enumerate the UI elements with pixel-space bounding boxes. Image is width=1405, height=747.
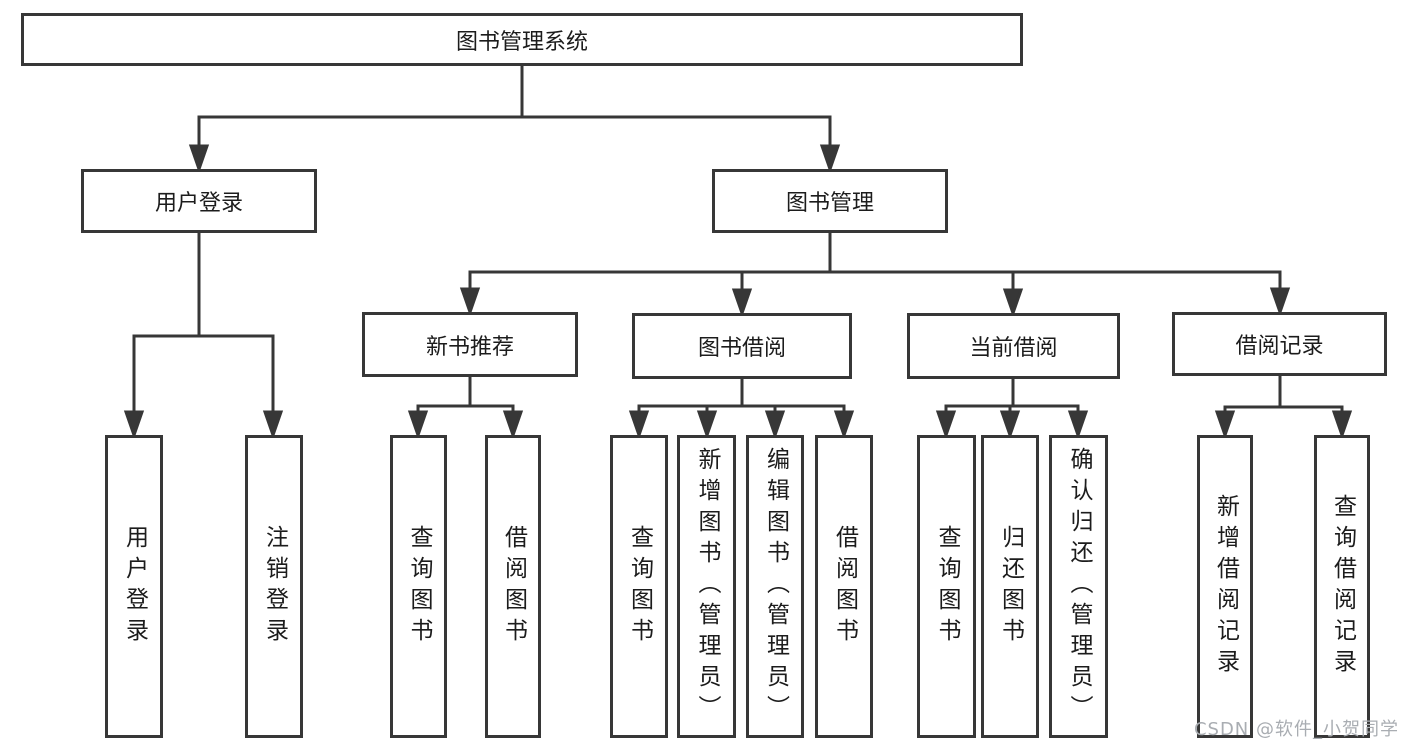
connector-current-borrow-branch	[935, 379, 1089, 440]
node-label: 图书借阅	[697, 336, 786, 361]
node-book-borrow: 图书借阅	[632, 313, 852, 379]
node-label: 查询图书	[626, 524, 653, 649]
node-label: 用户登录	[121, 524, 148, 649]
leaf-confirm-return-admin: 确认归还（管理员）	[1049, 435, 1108, 738]
connector-new-book-recommend-branch	[407, 377, 524, 440]
node-label: 借阅图书	[500, 524, 527, 649]
leaf-borrow-books: 借阅图书	[815, 435, 873, 738]
connector-book-borrow-branch	[628, 379, 855, 440]
connector-root-branch	[188, 66, 841, 174]
leaf-add-borrow-record: 新增借阅记录	[1197, 435, 1253, 738]
connector-borrow-records-branch	[1214, 376, 1353, 440]
watermark: CSDN @软件_小贺同学	[1193, 719, 1399, 740]
node-label: 当前借阅	[969, 336, 1058, 361]
leaf-user-login: 用户登录	[105, 435, 163, 738]
node-new-book-recommend: 新书推荐	[362, 312, 578, 377]
leaf-query-books-recommend: 查询图书	[390, 435, 447, 738]
node-label: 新增借阅记录	[1212, 493, 1239, 680]
node-borrow-records: 借阅记录	[1172, 312, 1387, 376]
node-label: 新书推荐	[425, 334, 514, 360]
node-label: 新增图书（管理员）	[694, 447, 720, 726]
node-label: 查询图书	[406, 524, 432, 649]
node-label: 图书管理	[785, 191, 874, 216]
leaf-borrow-books-recommend: 借阅图书	[485, 435, 541, 738]
leaf-query-borrow-record: 查询借阅记录	[1314, 435, 1370, 738]
node-label: 查询图书	[934, 524, 960, 649]
leaf-query-books-borrow: 查询图书	[610, 435, 668, 738]
leaf-add-books-admin: 新增图书（管理员）	[677, 435, 736, 738]
node-label: 编辑图书（管理员）	[762, 447, 789, 726]
leaf-logout-login: 注销登录	[245, 435, 303, 738]
node-book-management: 图书管理	[712, 169, 948, 233]
node-label: 查询借阅记录	[1329, 493, 1356, 680]
node-label: 图书管理系统	[455, 29, 588, 55]
leaf-query-books-current: 查询图书	[917, 435, 976, 738]
connector-user-login-branch	[123, 233, 284, 440]
node-current-borrow: 当前借阅	[907, 313, 1120, 379]
node-label: 用户登录	[154, 191, 243, 216]
node-label: 借阅记录	[1235, 334, 1324, 359]
node-library-system: 图书管理系统	[21, 13, 1023, 66]
leaf-return-books: 归还图书	[981, 435, 1039, 738]
node-label: 归还图书	[997, 524, 1024, 649]
connector-book-management-branch	[459, 233, 1291, 318]
node-user-login: 用户登录	[81, 169, 317, 233]
leaf-edit-books-admin: 编辑图书（管理员）	[746, 435, 804, 738]
node-label: 确认归还（管理员）	[1066, 447, 1092, 726]
node-label: 注销登录	[261, 524, 288, 649]
node-label: 借阅图书	[831, 524, 858, 649]
